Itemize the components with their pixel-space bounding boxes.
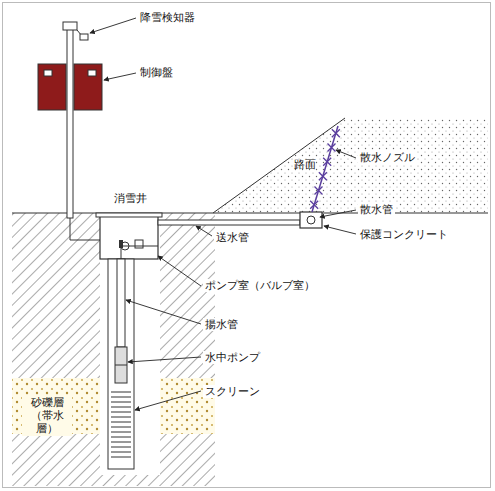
part-label: 揚水管 <box>203 318 240 331</box>
ground-hatch <box>12 213 215 486</box>
casing <box>108 259 134 469</box>
submersible-pump <box>115 347 127 383</box>
leader-lines <box>90 18 356 410</box>
well-shaft <box>100 213 160 475</box>
detector-head <box>63 22 77 30</box>
lift-pipe <box>117 259 125 347</box>
protective-concrete <box>300 212 322 228</box>
transmission-pipe <box>158 220 300 225</box>
part-label: 送水管 <box>214 231 251 244</box>
ground-line <box>12 212 488 213</box>
slope-line <box>213 118 345 213</box>
part-label: 保護コンクリート <box>358 228 450 241</box>
part-label: 路面 <box>292 158 318 171</box>
spray-pipe <box>307 216 315 224</box>
part-label: 散水管 <box>358 203 395 216</box>
control-panel <box>74 64 102 110</box>
frame <box>3 3 491 488</box>
control-panel <box>38 64 66 110</box>
well-lid <box>96 213 162 217</box>
part-label: 砂礫層 （帯水層） <box>22 396 72 436</box>
detector-sensor <box>80 34 88 40</box>
part-label: 散水ノズル <box>358 151 417 164</box>
part-label: 消雪井 <box>112 192 149 205</box>
pole <box>67 28 73 218</box>
screen-slots <box>111 392 131 457</box>
road-embankment <box>213 118 488 213</box>
pump-room <box>100 215 158 259</box>
cable <box>70 218 100 240</box>
part-label: ポンプ室（バルブ室） <box>203 279 317 292</box>
part-label: 制御盤 <box>138 66 175 79</box>
part-label: 降雪検知器 <box>138 11 197 24</box>
part-label: スクリーン <box>203 385 262 398</box>
part-label: 水中ポンプ <box>203 351 262 364</box>
